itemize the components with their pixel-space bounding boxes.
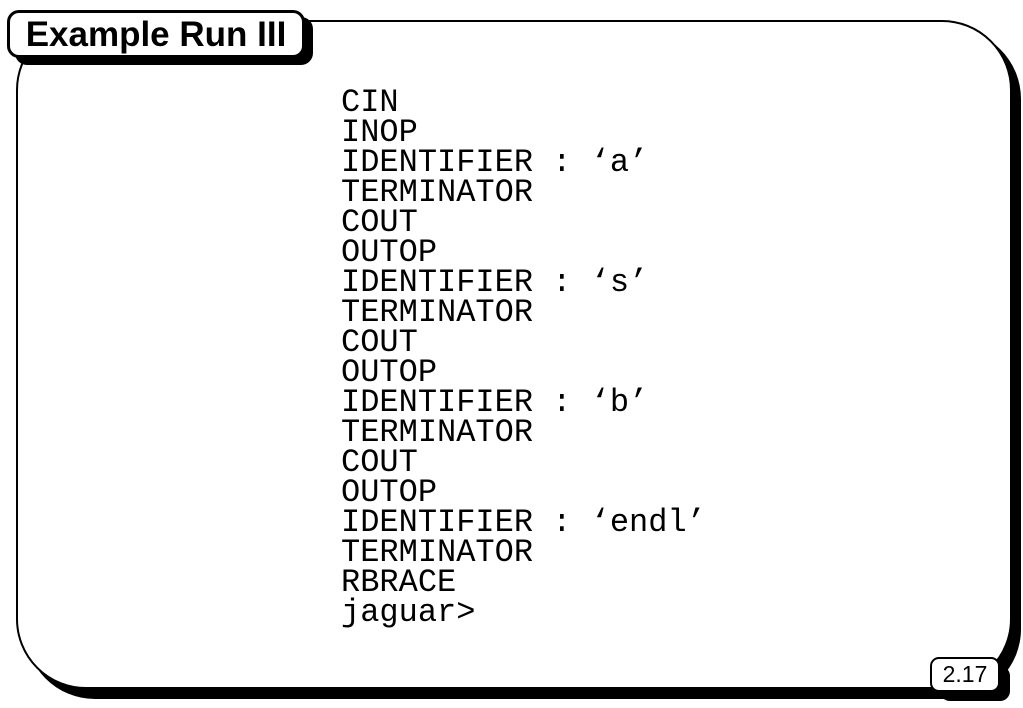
title-badge: Example Run III [7, 10, 305, 58]
slide-frame [16, 20, 1012, 689]
slide-title: Example Run III [25, 14, 287, 54]
page-number: 2.17 [942, 661, 988, 687]
page-number-badge: 2.17 [930, 657, 1000, 692]
terminal-output: CIN INOP IDENTIFIER : ‘a’ TERMINATOR COU… [341, 84, 706, 631]
